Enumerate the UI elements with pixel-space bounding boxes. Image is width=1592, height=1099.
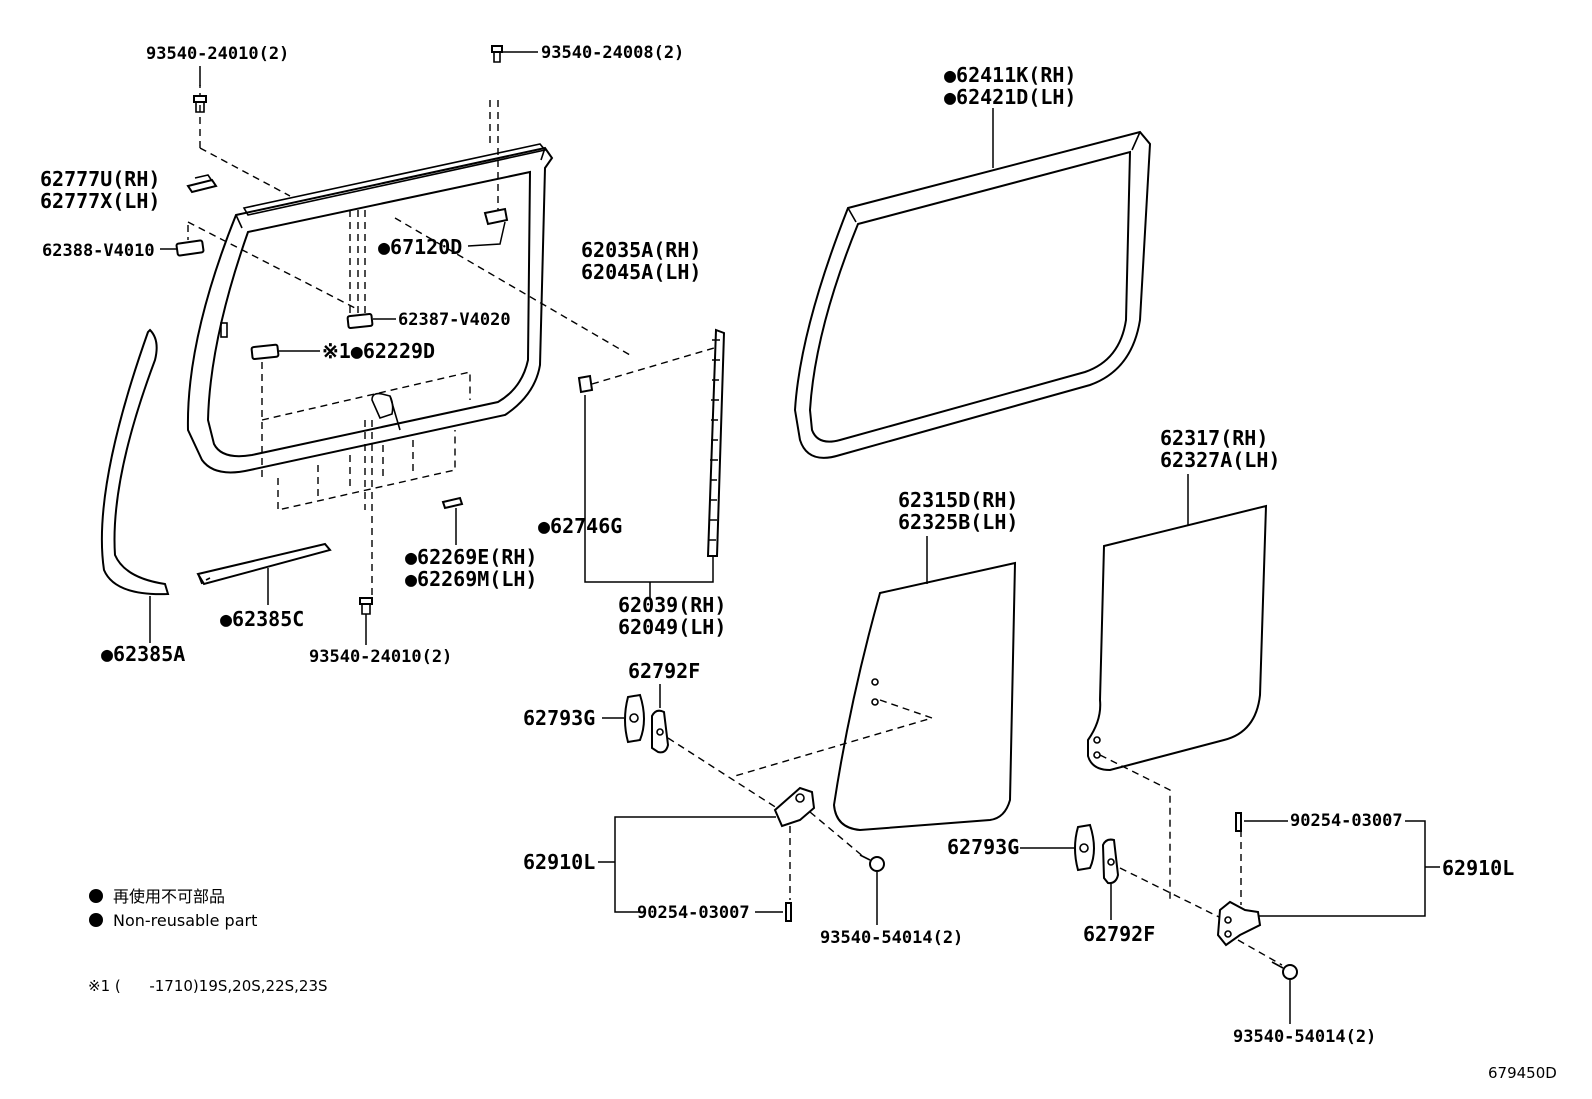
label-part-62792F-a: 62792F xyxy=(628,659,700,683)
label-screw-93540-54014-a: 93540-54014(2) xyxy=(820,928,963,948)
screw-93540-24010-top xyxy=(193,66,207,113)
molding-62385A xyxy=(100,328,170,643)
label-part-62229: ※1●62229D xyxy=(322,339,435,363)
label-clip-62777-lh: 62777X(LH) xyxy=(40,189,160,213)
screw-93540-54014-a xyxy=(859,854,885,925)
pin-90254-b xyxy=(1235,812,1288,832)
label-screw-top-left: 93540-24010(2) xyxy=(146,44,289,64)
screw-93540-54014-b xyxy=(1271,961,1298,1024)
label-part-62910L-a: 62910L xyxy=(523,850,595,874)
label-frame-62035-lh: 62045A(LH) xyxy=(581,260,701,284)
tab-62269 xyxy=(441,496,464,545)
legend-bullet-jp xyxy=(89,889,103,903)
bracket-62793G-b xyxy=(1020,823,1095,872)
legend-bullet-en xyxy=(89,913,103,927)
label-clip-62387: 62387-V4020 xyxy=(398,310,511,330)
label-weather-62411-lh: ●62421D(LH) xyxy=(944,85,1076,109)
label-weather-62411-rh: ●62411K(RH) xyxy=(944,63,1076,87)
weatherstrip-62411K xyxy=(793,108,1152,459)
clip-62387 xyxy=(346,312,396,330)
plate-62792F-b xyxy=(1101,838,1226,921)
label-clip-62777-rh: 62777U(RH) xyxy=(40,167,160,191)
label-part-62385A: ●62385A xyxy=(101,642,185,666)
clip-67120 xyxy=(467,207,509,247)
clip-62777 xyxy=(186,174,218,194)
label-part-62792F-b: 62792F xyxy=(1083,922,1155,946)
label-glass-62315-rh: 62315D(RH) xyxy=(898,488,1018,512)
label-part-62269-rh: ●62269E(RH) xyxy=(405,545,537,569)
label-screw-93540-54014-b: 93540-54014(2) xyxy=(1233,1027,1376,1047)
label-screw-top-mid: 93540-24008(2) xyxy=(541,43,684,63)
plate-62792F-a xyxy=(651,684,781,811)
glass-62315D xyxy=(734,536,1017,832)
legend-en: Non-reusable part xyxy=(113,911,257,930)
label-part-62385C: ●62385C xyxy=(220,607,304,631)
label-pin-90254-b: 90254-03007 xyxy=(1290,811,1403,831)
label-part-67120: ●67120D xyxy=(378,235,462,259)
label-screw-bottom: 93540-24010(2) xyxy=(309,647,452,667)
screw-93540-24008-top xyxy=(491,45,538,63)
molding-62385C xyxy=(196,542,332,605)
legend-note: ※1 ( -1710)19S,20S,22S,23S xyxy=(88,977,328,995)
frame-dashed-guides xyxy=(187,85,631,595)
label-part-62910L-b: 62910L xyxy=(1442,856,1514,880)
label-channel-62039-lh: 62049(LH) xyxy=(618,615,726,639)
label-glass-62317-rh: 62317(RH) xyxy=(1160,426,1268,450)
label-part-62793G-b: 62793G xyxy=(947,835,1019,859)
hinge-62910L-b xyxy=(1216,820,1440,966)
label-clip-62388: 62388-V4010 xyxy=(42,241,155,261)
clip-62746 xyxy=(577,347,715,394)
window-frame-62035 xyxy=(186,143,554,474)
bracket-62793G-a xyxy=(602,693,645,744)
label-part-62269-lh: ●62269M(LH) xyxy=(405,567,537,591)
hinge-62910L-a xyxy=(598,786,866,913)
run-channel-62039 xyxy=(584,328,726,600)
screw-93540-24010-bottom xyxy=(359,597,373,645)
label-part-62746: ●62746G xyxy=(538,514,622,538)
clip-62229 xyxy=(250,343,320,361)
legend-jp: 再使用不可部品 xyxy=(113,887,225,906)
glass-62317 xyxy=(1087,474,1268,900)
label-part-62793G-a: 62793G xyxy=(523,706,595,730)
pin-90254-a xyxy=(755,902,792,922)
label-frame-62035-rh: 62035A(RH) xyxy=(581,238,701,262)
clip-62388 xyxy=(160,239,205,257)
label-glass-62315-lh: 62325B(LH) xyxy=(898,510,1018,534)
label-glass-62317-lh: 62327A(LH) xyxy=(1160,448,1280,472)
figure-id: 679450D xyxy=(1488,1064,1557,1082)
label-pin-90254-a: 90254-03007 xyxy=(637,903,750,923)
label-channel-62039-rh: 62039(RH) xyxy=(618,593,726,617)
